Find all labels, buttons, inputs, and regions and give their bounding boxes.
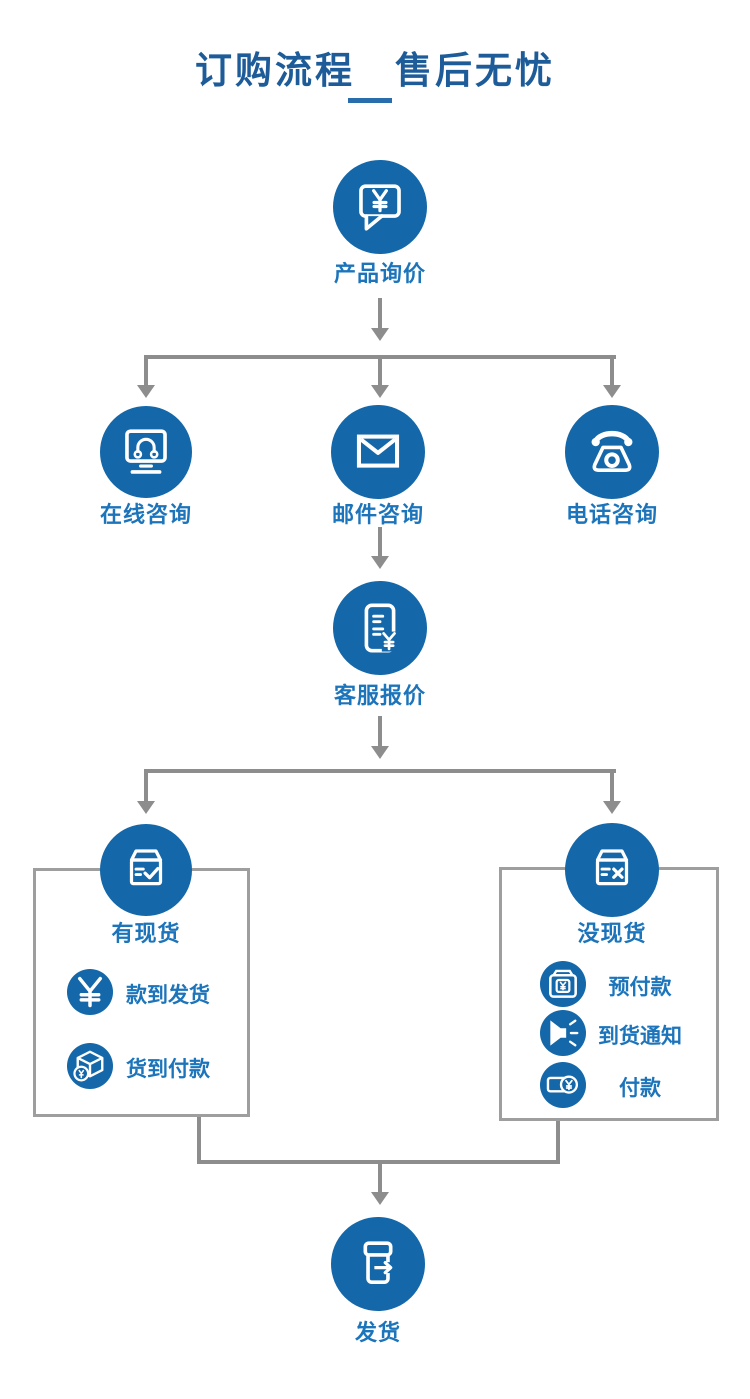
connector-split1-horizontal	[144, 355, 616, 359]
connector-quote-down	[378, 716, 382, 747]
sub-label-payment: 付款	[619, 1077, 661, 1100]
connector-inquiry-down	[378, 298, 382, 329]
label-service-quote: 客服报价	[333, 683, 426, 708]
label-product-inquiry: 产品询价	[333, 261, 426, 286]
node-product-inquiry	[333, 160, 427, 254]
envelope-icon	[356, 434, 400, 468]
sub-node-prepayment	[540, 961, 586, 1007]
arrowhead-split1-right	[603, 385, 621, 398]
label-ship: 发货	[354, 1320, 401, 1345]
cube-coin-icon	[73, 1050, 104, 1082]
connector-split1-middle	[378, 359, 382, 386]
node-phone-consult	[565, 405, 659, 499]
arrowhead-split1-left	[137, 385, 155, 398]
arrowhead-split2-right	[603, 801, 621, 814]
quote-document-icon	[364, 603, 397, 653]
label-in-stock: 有现货	[111, 921, 181, 946]
telephone-icon	[591, 430, 633, 472]
page-title: 订购流程 售后无忧	[195, 50, 555, 91]
currency-icon	[77, 976, 103, 1008]
sub-label-pay-then-ship: 款到发货	[126, 984, 210, 1007]
label-online-consult: 在线咨询	[99, 502, 192, 527]
title-underline-dash	[348, 98, 392, 103]
node-email-consult	[331, 405, 425, 499]
sub-node-arrival-notice	[540, 1010, 586, 1056]
sub-node-payment	[540, 1062, 586, 1108]
arrowhead-split1-middle	[371, 385, 389, 398]
sub-label-cash-on-delivery: 货到付款	[126, 1058, 210, 1081]
wallet-icon	[549, 969, 577, 998]
connector-split2-horizontal	[144, 769, 616, 773]
arrowhead-email-quote	[371, 556, 389, 569]
connector-split2-left	[144, 769, 148, 802]
node-service-quote	[333, 581, 427, 675]
connector-merge-left-stub	[197, 1116, 201, 1164]
arrowhead-quote-down	[371, 746, 389, 759]
node-ship	[331, 1217, 425, 1311]
monitor-headset-icon	[125, 429, 167, 474]
arrowhead-split2-left	[137, 801, 155, 814]
node-online-consult	[100, 406, 192, 498]
connector-split2-right	[610, 769, 614, 802]
sub-label-prepayment: 预付款	[608, 976, 672, 999]
sub-node-cash-on-delivery	[67, 1043, 113, 1089]
arrowhead-inquiry-down	[371, 328, 389, 341]
box-x-icon	[595, 849, 629, 886]
connector-merge-right-stub	[556, 1120, 560, 1164]
sub-label-arrival-notice: 到货通知	[598, 1025, 682, 1048]
megaphone-icon	[550, 1019, 579, 1047]
connector-email-quote	[378, 527, 382, 557]
arrowhead-merge-down	[371, 1192, 389, 1205]
box-check-icon	[129, 849, 163, 886]
node-out-of-stock	[565, 823, 659, 917]
label-phone-consult: 电话咨询	[565, 502, 658, 527]
sub-node-pay-then-ship	[67, 969, 113, 1015]
label-out-of-stock: 没现货	[577, 921, 647, 946]
chat-currency-icon	[359, 184, 401, 231]
connector-split1-left	[144, 355, 148, 386]
connector-split1-right	[610, 355, 614, 386]
node-in-stock	[100, 824, 192, 916]
card-coin-icon	[546, 1075, 579, 1094]
label-email-consult: 邮件咨询	[331, 502, 424, 527]
box-arrow-icon	[363, 1241, 394, 1284]
connector-merge-down	[378, 1160, 382, 1193]
